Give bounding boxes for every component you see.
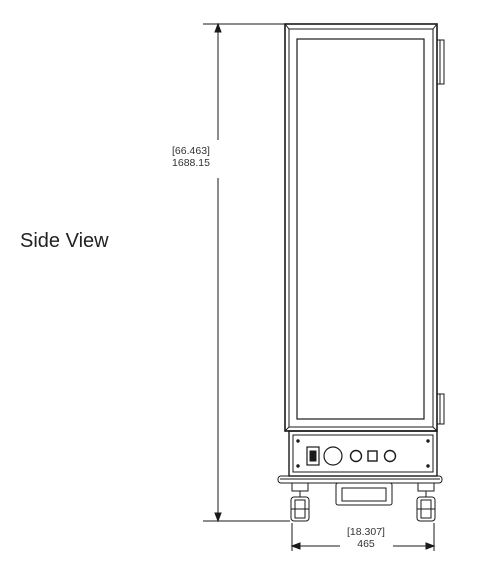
bumper-rail xyxy=(277,475,443,484)
height-dimension-line xyxy=(203,22,290,523)
width-mm: 465 xyxy=(357,538,375,550)
height-inches: [66.463] xyxy=(172,145,210,157)
height-dimension-label: [66.463] 1688.15 xyxy=(168,145,214,169)
door-hinges xyxy=(436,39,445,425)
height-mm: 1688.15 xyxy=(172,157,210,169)
left-caster xyxy=(290,482,310,522)
right-caster xyxy=(416,482,436,522)
cabinet-body xyxy=(284,23,438,432)
control-panel xyxy=(288,430,438,477)
width-inches: [18.307] xyxy=(347,526,385,538)
width-dimension-label: [18.307] 465 xyxy=(334,526,398,550)
view-label: Side View xyxy=(20,230,109,252)
drip-pan xyxy=(335,482,393,506)
width-dimension-line xyxy=(290,523,436,551)
